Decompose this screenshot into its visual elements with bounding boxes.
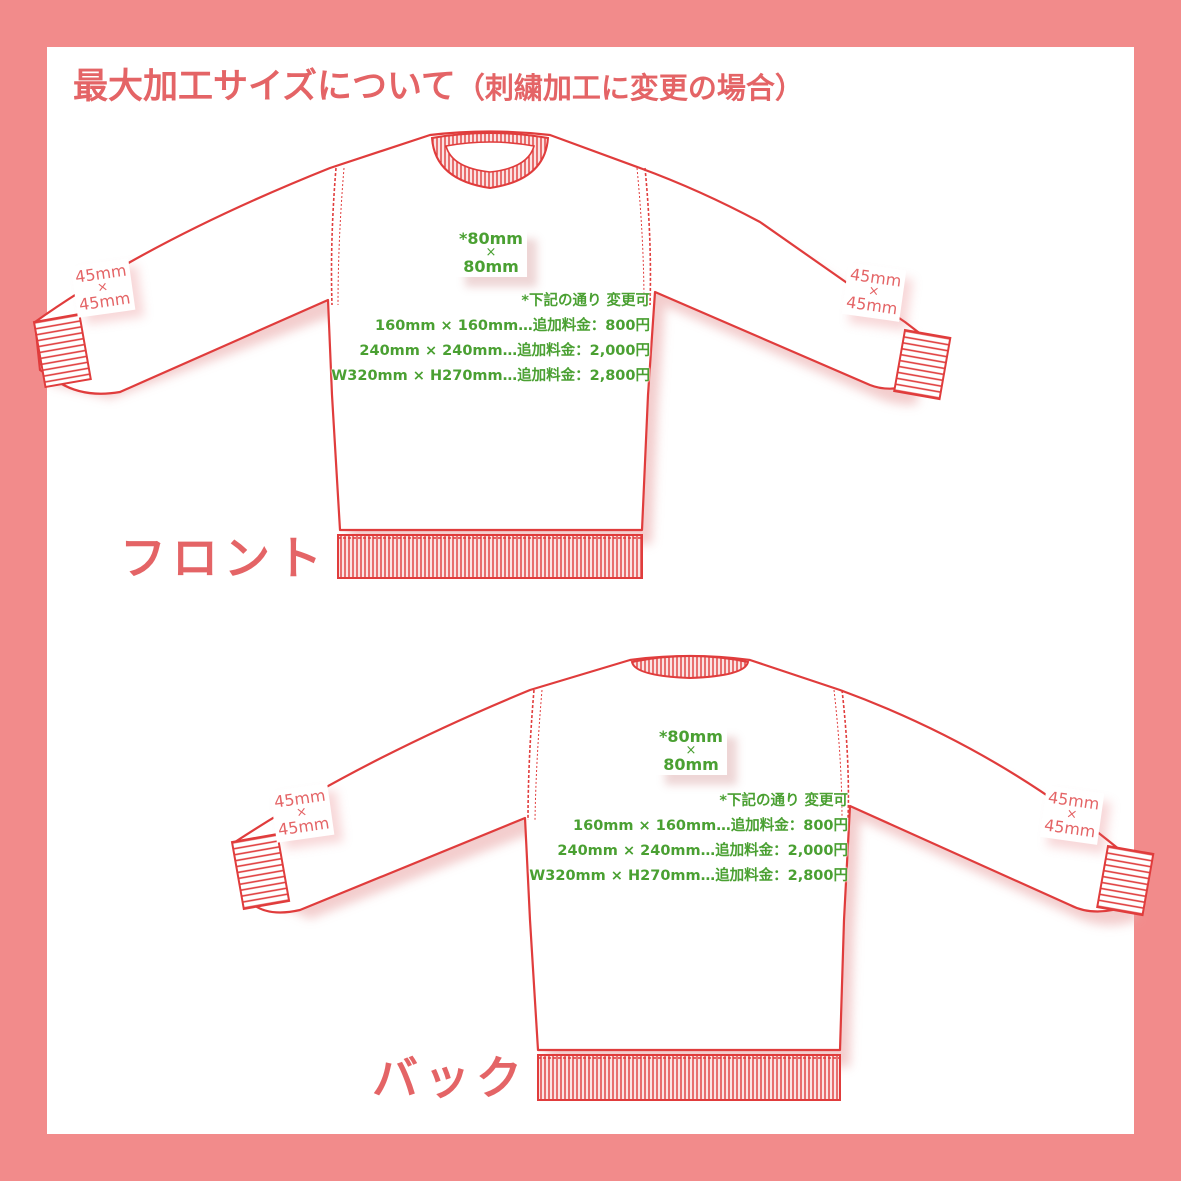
sleeve-height: 45mm <box>845 292 899 319</box>
front-upgrade-notes: *下記の通り 変更可 160mm × 160mm…追加料金：800円 240mm… <box>331 289 650 389</box>
notes-row: 240mm × 240mm…追加料金：2,000円 <box>359 343 650 359</box>
notes-row: 160mm × 160mm…追加料金：800円 <box>375 318 650 334</box>
back-chest-height: 80mm <box>663 754 719 774</box>
back-upgrade-notes: *下記の通り 変更可 160mm × 160mm…追加料金：800円 240mm… <box>529 789 848 889</box>
back-left-cuff <box>230 832 291 911</box>
notes-header: *下記の通り 変更可 <box>719 793 848 809</box>
front-chest-size: *80mm × 80mm <box>455 229 527 277</box>
front-body-outline <box>33 130 937 532</box>
back-left-sleeve-size: 45mm × 45mm <box>269 783 334 843</box>
sleeve-height: 45mm <box>77 288 132 315</box>
times-sign: × <box>485 245 497 260</box>
page-title: 最大加工サイズについて（刺繍加工に変更の場合） <box>73 70 804 105</box>
front-chest-width: *80mm <box>459 229 523 248</box>
back-collar <box>630 655 750 680</box>
back-right-cuff <box>1096 844 1155 917</box>
notes-row: W320mm × H270mm…追加料金：2,800円 <box>331 368 650 384</box>
notes-row: 240mm × 240mm…追加料金：2,000円 <box>557 843 848 859</box>
front-hem <box>337 534 643 579</box>
notes-header: *下記の通り 変更可 <box>521 293 650 309</box>
front-left-sleeve-size: 45mm × 45mm <box>70 258 135 318</box>
notes-row: 160mm × 160mm…追加料金：800円 <box>573 818 848 834</box>
back-sweatshirt <box>230 654 1155 1101</box>
front-right-cuff <box>893 328 952 401</box>
back-view-label: バック <box>372 1051 528 1105</box>
front-view-label: フロント <box>120 531 328 585</box>
notes-row: W320mm × H270mm…追加料金：2,800円 <box>529 868 848 884</box>
sleeve-height: 45mm <box>1043 815 1097 842</box>
sleeve-height: 45mm <box>276 813 331 840</box>
title-main: 最大加工サイズについて <box>73 67 456 107</box>
front-right-sleeve-size: 45mm × 45mm <box>841 262 906 322</box>
back-right-sleeve-size: 45mm × 45mm <box>1039 785 1104 845</box>
times-sign: × <box>685 743 697 758</box>
title-sub: （刺繍加工に変更の場合） <box>455 71 804 105</box>
front-sweatshirt <box>32 130 952 579</box>
front-left-cuff <box>32 312 92 389</box>
back-chest-width: *80mm <box>659 727 723 746</box>
back-hem <box>537 1054 841 1101</box>
front-chest-height: 80mm <box>463 256 519 276</box>
back-chest-size: *80mm × 80mm <box>655 727 727 775</box>
